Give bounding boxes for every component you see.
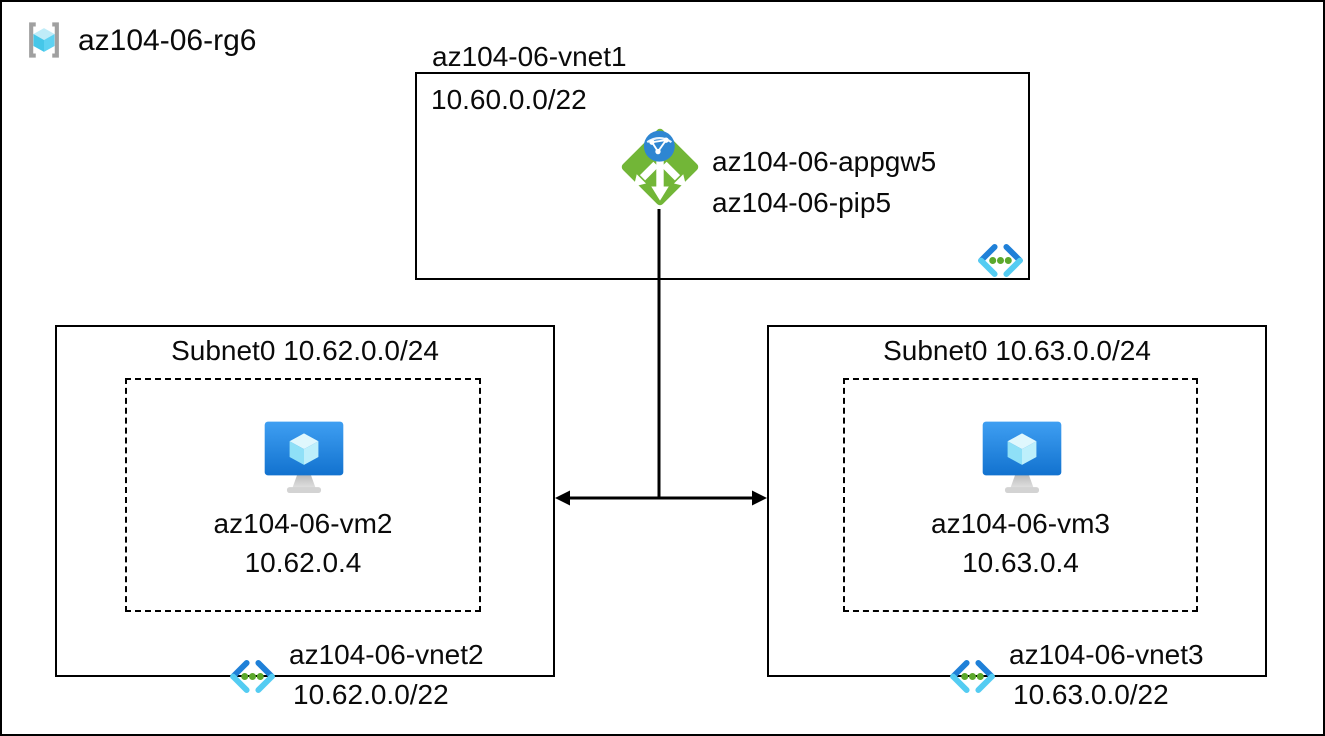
- vnet1-cidr-label: 10.60.0.0/22: [431, 84, 587, 115]
- vnet3-box: [767, 325, 1267, 677]
- appgw-name-label: az104-06-appgw5: [712, 146, 937, 177]
- vm3-name-label: az104-06-vm3: [931, 508, 1110, 539]
- application-gateway-icon: [621, 128, 699, 206]
- vnet3-subnet-label: Subnet0 10.63.0.0/24: [883, 335, 1151, 366]
- resource-group-label: az104-06-rg6: [78, 24, 257, 57]
- arrowhead-left-icon: [555, 490, 570, 506]
- vnet3-subnet-box: [843, 378, 1198, 612]
- vnet3-name-label: az104-06-vnet3: [1009, 639, 1204, 670]
- vm2-ip-label: 10.62.0.4: [244, 547, 362, 578]
- appgw-labels: az104-06-appgw5 az104-06-pip5: [712, 141, 936, 223]
- virtual-network-icon: [978, 243, 1023, 278]
- vm3-ip-label: 10.63.0.4: [962, 547, 1079, 578]
- arrowhead-right-icon: [752, 490, 767, 506]
- virtual-network-icon: [230, 659, 275, 694]
- vnet3-cidr-label: 10.63.0.0/22: [1013, 679, 1169, 710]
- vnet2-box: [55, 325, 555, 677]
- vnet2-subnet-box: [125, 378, 481, 612]
- virtual-network-icon: [950, 659, 995, 694]
- virtual-machine-icon: [264, 421, 344, 494]
- vnet2-subnet-label: Subnet0 10.62.0.0/24: [171, 335, 439, 366]
- resource-group-icon: [29, 22, 59, 58]
- vnet1-name-label: az104-06-vnet1: [432, 41, 627, 72]
- vnet1-box: [415, 72, 1030, 280]
- vnet2-name-label: az104-06-vnet2: [289, 639, 484, 670]
- virtual-machine-icon: [982, 421, 1062, 494]
- vm2-name-label: az104-06-vm2: [213, 508, 393, 539]
- pip-name-label: az104-06-pip5: [712, 187, 892, 218]
- vnet2-cidr-label: 10.62.0.0/22: [293, 679, 449, 710]
